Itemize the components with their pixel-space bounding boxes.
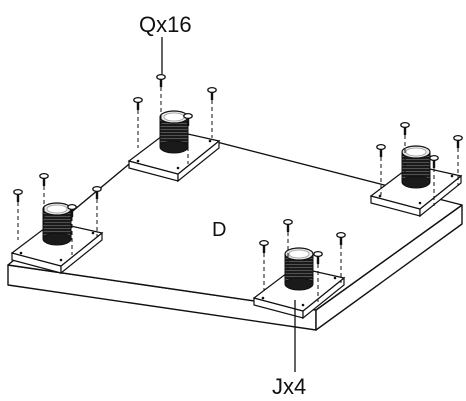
screw-callout-label: Qx16 (139, 12, 192, 37)
screw-hole (19, 251, 23, 255)
screw-icon (336, 231, 346, 283)
screw-hole (91, 231, 95, 235)
foot-callout-label: Jx4 (272, 374, 306, 399)
screw-icon (67, 203, 77, 255)
screw-icon (156, 73, 166, 125)
screw-hole (176, 166, 180, 170)
screw-icon (133, 96, 143, 148)
screw-hole (261, 296, 265, 300)
screw-icon (183, 112, 193, 164)
threaded-foot-icon (42, 202, 72, 246)
screw-hole (301, 303, 305, 307)
screw-icon (13, 188, 23, 240)
screw-hole (378, 194, 382, 198)
plate-label: D (212, 219, 226, 241)
screw-hole (208, 139, 212, 143)
base-plate (7, 129, 463, 331)
screw-icon (400, 121, 410, 173)
screw-hole (59, 258, 63, 262)
threaded-foot-icon (401, 145, 431, 189)
screw-hole (418, 201, 422, 205)
screw-icon (453, 134, 463, 186)
plate-top-face (7, 129, 463, 311)
screw-icon (313, 250, 323, 302)
screw-icon (376, 143, 386, 195)
screw-icon (283, 218, 293, 270)
threaded-feet (42, 110, 431, 291)
threaded-foot-icon (284, 247, 314, 291)
screw-icon (259, 239, 269, 291)
screw-icon (92, 185, 102, 237)
screws (13, 73, 463, 302)
screw-icon (429, 154, 439, 206)
screw-hole (450, 174, 454, 178)
threaded-foot-icon (159, 110, 189, 154)
screw-hole (333, 276, 337, 280)
screw-hole (136, 159, 140, 163)
screw-icon (39, 172, 49, 224)
screw-icon (207, 86, 217, 138)
